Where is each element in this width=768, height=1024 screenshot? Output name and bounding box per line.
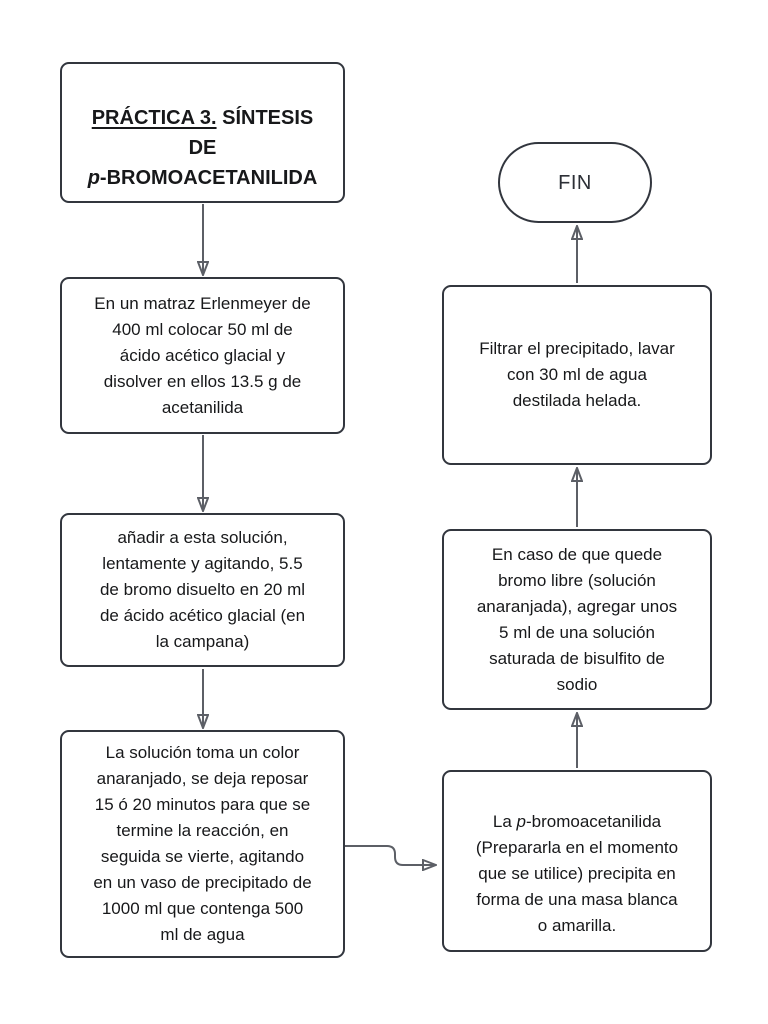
title-middle-part: SÍNTESIS DE xyxy=(188,106,314,159)
process-node-filter-precipitate: Filtrar el precipitado, lavar con 30 ml … xyxy=(442,285,712,465)
process-node-text: En caso de que quede bromo libre (soluci… xyxy=(476,544,678,694)
arrow-step3-to-step4 xyxy=(345,845,436,865)
title-tail-part: -BROMOACETANILIDA xyxy=(99,166,318,189)
process-node-text: añadir a esta solución, lentamente y agi… xyxy=(99,528,306,651)
title-node: PRÁCTICA 3. SÍNTESIS DE p-BROMOACETANILI… xyxy=(60,62,345,203)
process-node-orange-solution-rest: La solución toma un color anaranjado, se… xyxy=(60,730,345,958)
process-node-dissolve-acetanilide: En un matraz Erlenmeyer de 400 ml coloca… xyxy=(60,277,345,434)
terminator-node-fin: FIN xyxy=(498,142,652,223)
step4-italic-part: p xyxy=(516,812,526,831)
process-node-bisulfite-solution: En caso de que quede bromo libre (soluci… xyxy=(442,529,712,710)
process-node-add-bromine: añadir a esta solución, lentamente y agi… xyxy=(60,513,345,667)
step4-tail: -bromoacetanilida (Prepararla en el mome… xyxy=(475,812,679,935)
process-node-text: Filtrar el precipitado, lavar con 30 ml … xyxy=(479,339,675,410)
title-underlined-part: PRÁCTICA 3. xyxy=(91,106,217,129)
process-node-precipitate-forms: La p-bromoacetanilida (Prepararla en el … xyxy=(442,770,712,952)
step4-lead: La xyxy=(492,812,517,831)
title-text: PRÁCTICA 3. SÍNTESIS DE p-BROMOACETANILI… xyxy=(88,73,318,193)
process-node-text: La p-bromoacetanilida (Prepararla en el … xyxy=(476,783,678,939)
process-node-text: La solución toma un color anaranjado, se… xyxy=(93,743,312,944)
terminator-label: FIN xyxy=(558,171,592,194)
title-italic-part: p xyxy=(87,166,100,189)
process-node-text: En un matraz Erlenmeyer de 400 ml coloca… xyxy=(94,293,311,417)
